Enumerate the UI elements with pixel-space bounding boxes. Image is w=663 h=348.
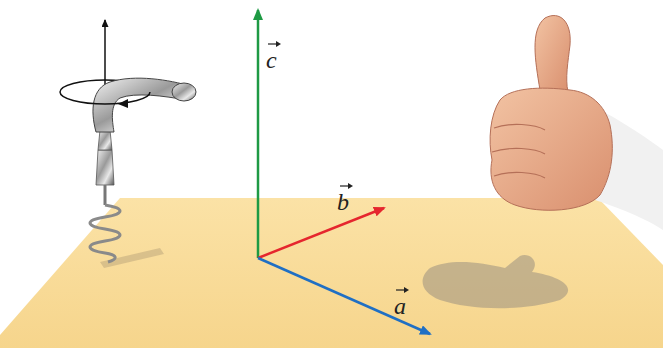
- corkscrew-shadow: [100, 248, 164, 268]
- plane: [0, 198, 663, 348]
- vector-a: [258, 258, 430, 334]
- vector-label: b: [337, 190, 349, 214]
- rotation-circle: [60, 92, 150, 104]
- thumbs-up-hand: [490, 16, 663, 230]
- vector-accents: [268, 41, 409, 293]
- rotation-arrowhead: [118, 99, 128, 108]
- vector-b: [258, 208, 384, 258]
- vector-label: a: [394, 294, 406, 318]
- hand-shadow: [423, 255, 569, 308]
- vector-label: c: [266, 48, 277, 72]
- corkscrew: [90, 78, 196, 262]
- vector-c: [257, 10, 260, 258]
